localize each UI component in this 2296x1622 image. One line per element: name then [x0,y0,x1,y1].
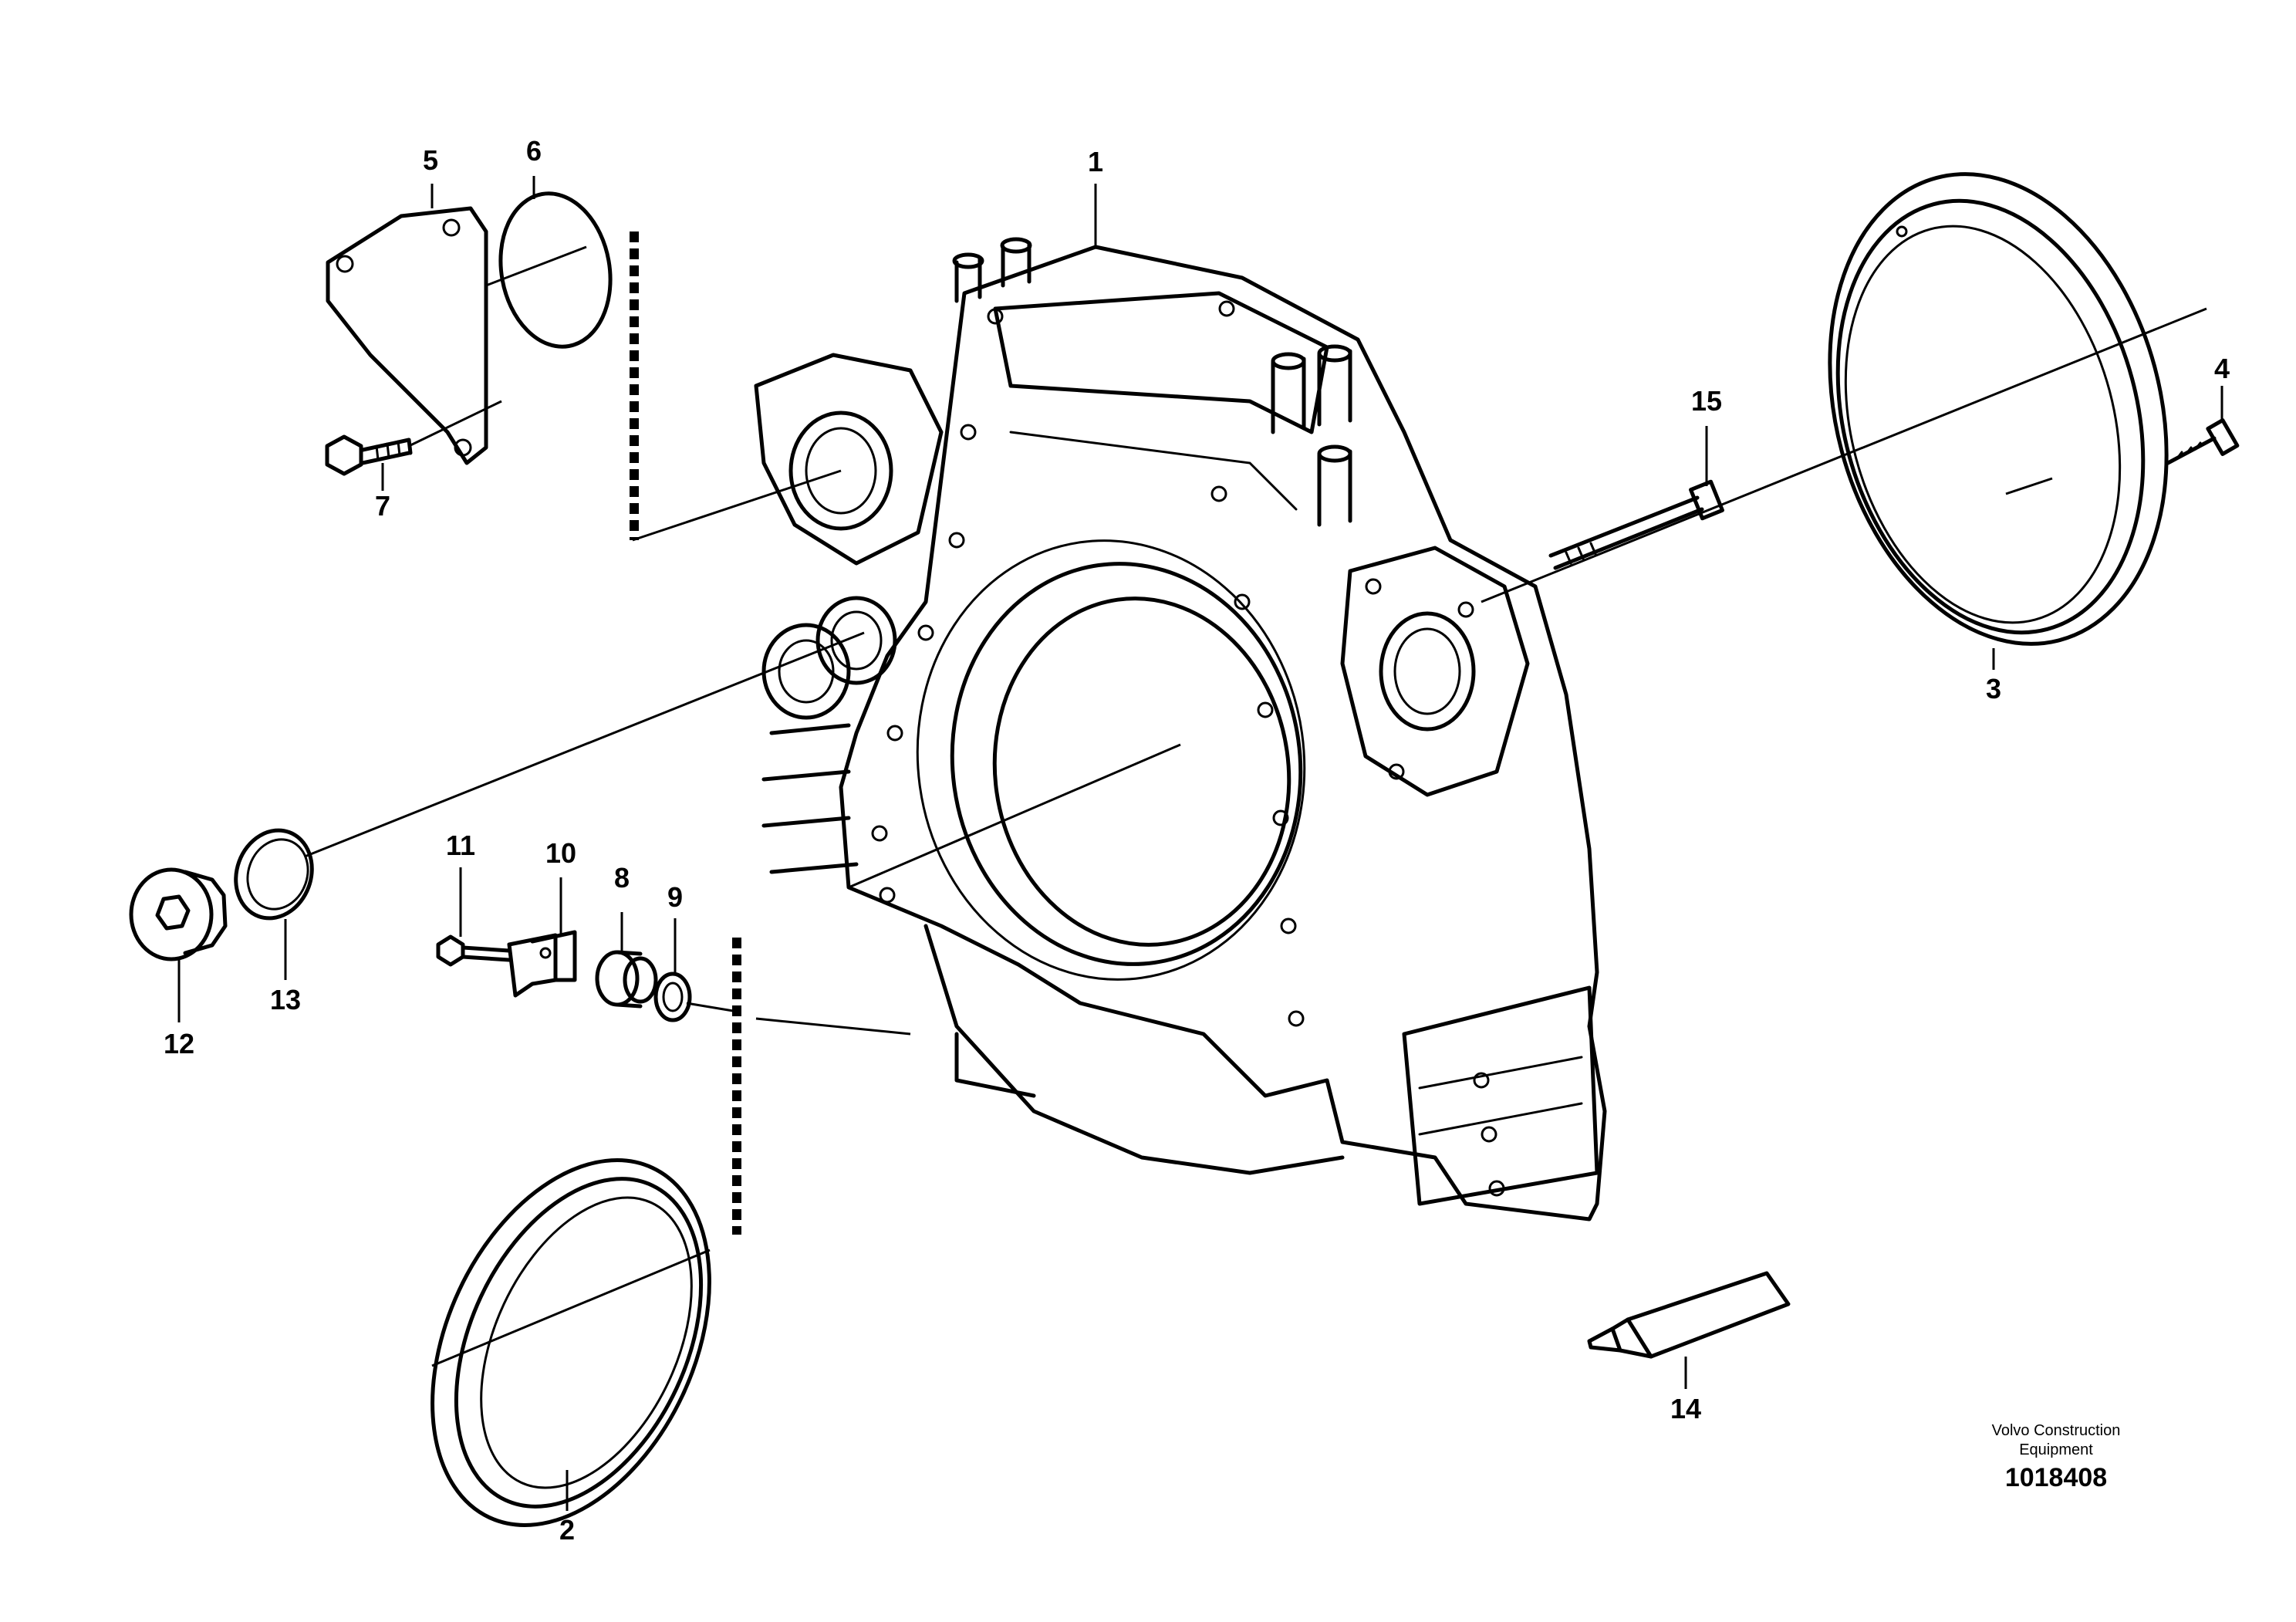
callout-5: 5 [423,144,438,176]
part-14-sealant-tube [1587,1271,1791,1359]
callout-9: 9 [667,881,683,913]
illustration-footer: Volvo Construction Equipment 1018408 [1967,1421,2145,1493]
callout-2: 2 [559,1514,575,1546]
callout-3: 3 [1986,673,2001,705]
callout-15: 15 [1691,385,1722,417]
part-9-washer [653,972,692,1022]
callout-leaders [177,176,2223,1511]
callout-10: 10 [545,837,576,869]
callout-13: 13 [270,984,301,1015]
callout-6: 6 [526,135,542,167]
part-5-cover-plate [326,206,488,465]
part-10-bracket [507,930,577,998]
callout-11: 11 [446,830,475,861]
callout-8: 8 [614,862,630,894]
part-8-plug [595,950,658,1009]
assembly-lines [304,231,2207,1367]
part-13-o-ring [234,828,314,921]
callout-14: 14 [1670,1393,1701,1424]
part-12-plug [129,867,228,961]
part-11-screw [436,934,512,967]
callout-labels: 1 2 3 4 5 6 7 8 9 10 11 12 13 14 15 [164,135,2230,1546]
part-2-seal-ring [430,1158,711,1527]
illustration-number: 1018408 [2004,1463,2108,1492]
part-1-flywheel-housing [754,237,1607,1222]
part-7-screw [325,434,413,476]
publisher-label: Volvo Construction Equipment [1991,1422,2121,1458]
callout-12: 12 [164,1028,194,1059]
part-4-screw [2166,418,2240,465]
part-6-gasket [498,191,613,349]
callout-4: 4 [2214,353,2230,384]
part-3-seal-ring [1828,172,2169,646]
callout-7: 7 [375,490,390,522]
callout-1: 1 [1088,146,1103,177]
part-15-bolt [1548,479,1724,570]
